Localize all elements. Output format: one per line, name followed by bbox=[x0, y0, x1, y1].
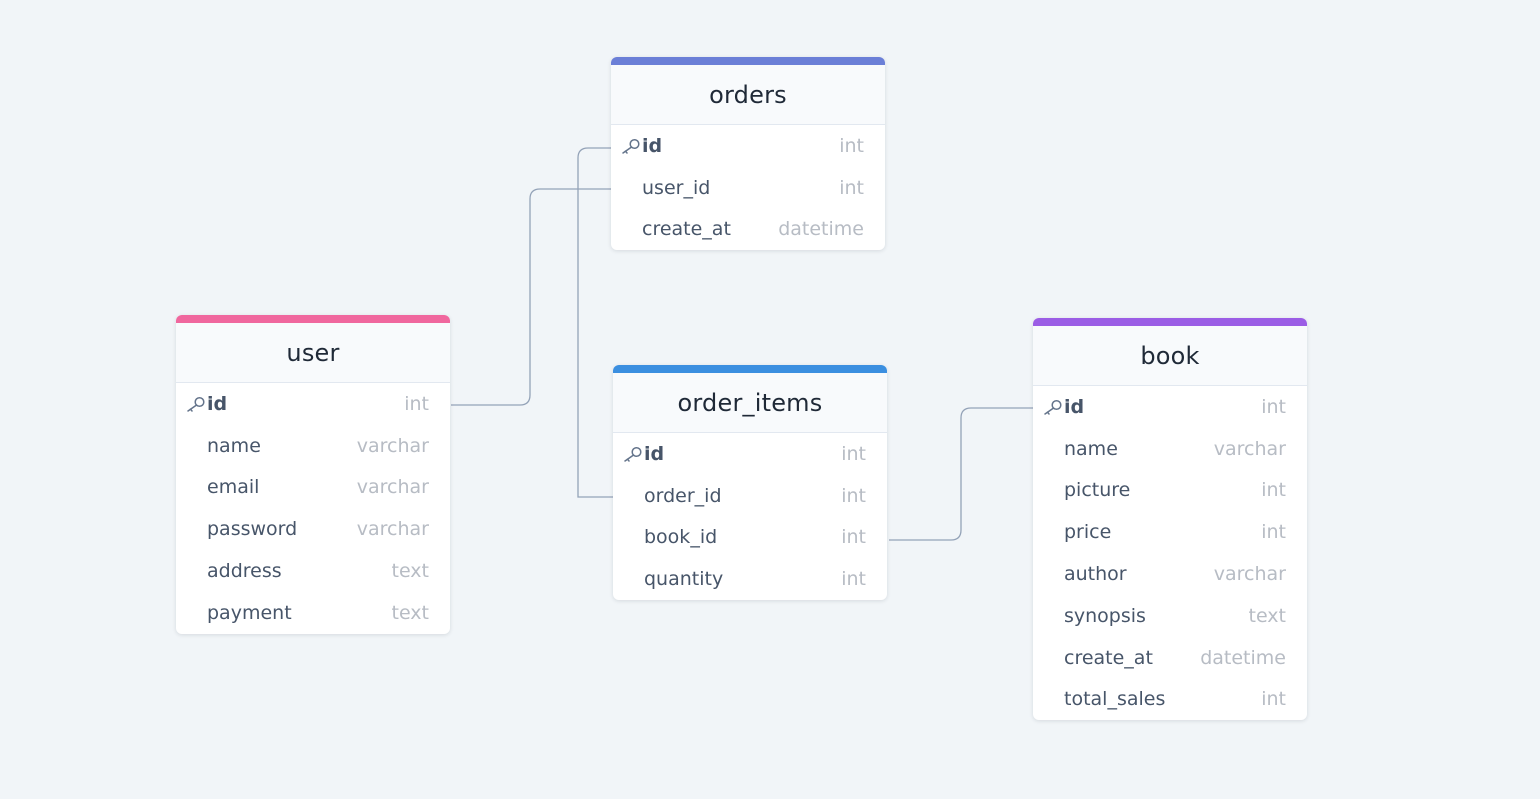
field-row-create-at[interactable]: create_at datetime bbox=[1033, 637, 1307, 679]
key-icon bbox=[185, 396, 207, 412]
table-title: order_items bbox=[677, 388, 823, 417]
field-name: password bbox=[207, 518, 298, 541]
field-name: create_at bbox=[1064, 646, 1153, 669]
field-row-id[interactable]: id int bbox=[611, 125, 885, 167]
field-name: price bbox=[1064, 521, 1112, 544]
table-user[interactable]: user id int name varchar email varchar p… bbox=[176, 315, 450, 634]
field-type: varchar bbox=[1213, 437, 1286, 460]
field-name: address bbox=[207, 560, 282, 583]
field-row-total-sales[interactable]: total_sales int bbox=[1033, 679, 1307, 721]
field-row-payment[interactable]: payment text bbox=[176, 592, 450, 634]
table-header[interactable]: user bbox=[176, 323, 450, 383]
table-header[interactable]: orders bbox=[611, 65, 885, 125]
field-type: varchar bbox=[1213, 563, 1286, 586]
table-order-items[interactable]: order_items id int order_id int book_id … bbox=[613, 365, 887, 601]
field-name: id bbox=[644, 442, 665, 465]
field-row-book-id[interactable]: book_id int bbox=[613, 517, 887, 559]
field-row-create-at[interactable]: create_at datetime bbox=[611, 209, 885, 251]
field-name: order_id bbox=[644, 484, 722, 507]
field-row-synopsis[interactable]: synopsis text bbox=[1033, 595, 1307, 637]
field-type: datetime bbox=[1200, 646, 1286, 669]
field-row-id[interactable]: id int bbox=[613, 433, 887, 475]
field-type: int bbox=[404, 392, 429, 415]
field-name: id bbox=[642, 134, 663, 157]
table-title: book bbox=[1140, 341, 1200, 370]
field-type: int bbox=[841, 526, 866, 549]
field-type: text bbox=[1248, 604, 1287, 627]
field-row-email[interactable]: email varchar bbox=[176, 467, 450, 509]
field-name: book_id bbox=[644, 526, 718, 549]
field-row-price[interactable]: price int bbox=[1033, 511, 1307, 553]
key-icon bbox=[622, 446, 644, 462]
field-type: text bbox=[391, 560, 430, 583]
table-orders[interactable]: orders id int user_id int create_at date… bbox=[611, 57, 885, 251]
table-accent-bar bbox=[611, 57, 885, 65]
field-name: payment bbox=[207, 601, 292, 624]
table-title: user bbox=[286, 338, 340, 367]
field-name: name bbox=[1064, 437, 1118, 460]
field-row-user-id[interactable]: user_id int bbox=[611, 167, 885, 209]
field-name: email bbox=[207, 476, 260, 499]
field-name: name bbox=[207, 434, 261, 457]
field-name: author bbox=[1064, 563, 1127, 586]
field-row-name[interactable]: name varchar bbox=[1033, 428, 1307, 470]
field-row-order-id[interactable]: order_id int bbox=[613, 475, 887, 517]
field-name: user_id bbox=[642, 176, 711, 199]
field-type: varchar bbox=[356, 476, 429, 499]
relation-orders-order-items[interactable] bbox=[577, 147, 613, 498]
table-accent-bar bbox=[176, 315, 450, 323]
field-row-picture[interactable]: picture int bbox=[1033, 470, 1307, 512]
field-name: total_sales bbox=[1064, 688, 1166, 711]
field-row-author[interactable]: author varchar bbox=[1033, 553, 1307, 595]
field-row-password[interactable]: password varchar bbox=[176, 508, 450, 550]
field-type: int bbox=[839, 134, 864, 157]
table-header[interactable]: order_items bbox=[613, 373, 887, 433]
field-type: int bbox=[1261, 479, 1286, 502]
field-name: synopsis bbox=[1064, 604, 1146, 627]
table-title: orders bbox=[709, 80, 787, 109]
field-row-id[interactable]: id int bbox=[176, 383, 450, 425]
relation-order-items-book[interactable] bbox=[889, 407, 1033, 541]
table-accent-bar bbox=[1033, 318, 1307, 326]
table-book[interactable]: book id int name varchar picture int pri… bbox=[1033, 318, 1307, 721]
field-name: id bbox=[1064, 395, 1085, 418]
table-accent-bar bbox=[613, 365, 887, 373]
field-type: int bbox=[839, 176, 864, 199]
field-type: int bbox=[841, 442, 866, 465]
field-row-id[interactable]: id int bbox=[1033, 386, 1307, 428]
field-type: int bbox=[1261, 521, 1286, 544]
field-type: int bbox=[1261, 688, 1286, 711]
field-row-name[interactable]: name varchar bbox=[176, 425, 450, 467]
field-name: picture bbox=[1064, 479, 1131, 502]
field-type: datetime bbox=[778, 218, 864, 241]
field-type: varchar bbox=[356, 434, 429, 457]
key-icon bbox=[620, 138, 642, 154]
relation-user-orders[interactable] bbox=[451, 188, 611, 406]
field-type: int bbox=[841, 484, 866, 507]
key-icon bbox=[1042, 399, 1064, 415]
field-name: id bbox=[207, 392, 228, 415]
field-name: create_at bbox=[642, 218, 731, 241]
field-row-quantity[interactable]: quantity int bbox=[613, 558, 887, 600]
field-name: quantity bbox=[644, 568, 724, 591]
field-type: text bbox=[391, 601, 430, 624]
table-header[interactable]: book bbox=[1033, 326, 1307, 386]
field-type: int bbox=[1261, 395, 1286, 418]
field-type: int bbox=[841, 568, 866, 591]
field-type: varchar bbox=[356, 518, 429, 541]
field-row-address[interactable]: address text bbox=[176, 550, 450, 592]
